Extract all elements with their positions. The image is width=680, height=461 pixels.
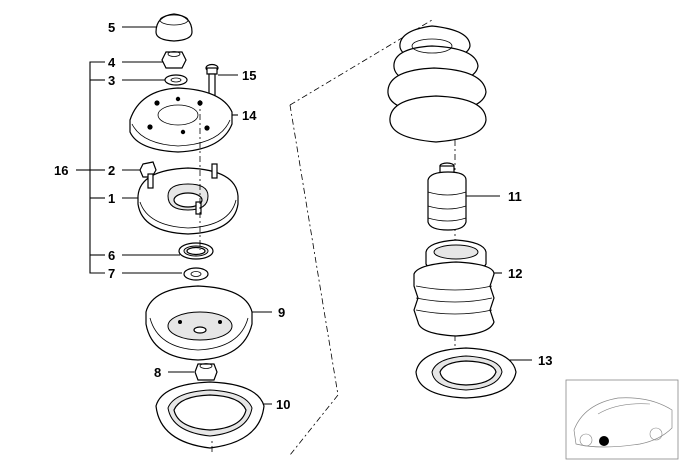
part-9-spring-seat: [145, 285, 253, 361]
part-11-bump-stop: [427, 162, 467, 231]
label-4: 4: [108, 55, 116, 70]
part-14-top-plate: [129, 87, 233, 153]
label-5: 5: [108, 20, 115, 35]
part-13-lower-pad: [415, 347, 517, 399]
part-3-washer: [164, 74, 188, 86]
car-location-thumbnail: [565, 379, 679, 460]
part-10-rubber-pad: [155, 381, 265, 449]
label-11: 11: [508, 189, 522, 204]
label-7: 7: [108, 266, 115, 281]
label-6: 6: [108, 248, 115, 263]
label-14: 14: [242, 108, 257, 123]
assembly-bracket-16: [76, 61, 105, 274]
label-3: 3: [108, 73, 115, 88]
part-4-nut: [161, 51, 187, 69]
part-5-cap: [155, 13, 193, 42]
coil-spring: [387, 25, 487, 143]
label-1: 1: [108, 191, 115, 206]
part-8-nut: [194, 363, 218, 381]
label-10: 10: [276, 397, 290, 412]
label-2: 2: [108, 163, 115, 178]
label-13: 13: [538, 353, 552, 368]
label-16: 16: [54, 163, 68, 178]
label-8: 8: [154, 365, 161, 380]
label-15: 15: [242, 68, 256, 83]
part-12-boot: [413, 239, 495, 337]
part-7-washer: [183, 267, 209, 281]
leader-lines: [122, 26, 532, 405]
part-number-labels: 5 4 3 15 14 16 2 1 6 7 9 8 10 11 12 13: [54, 20, 552, 412]
label-12: 12: [508, 266, 522, 281]
label-9: 9: [278, 305, 285, 320]
highlight-dot: [599, 436, 609, 446]
part-1-strut-mount: [137, 163, 239, 235]
part-6-ring: [178, 242, 214, 260]
